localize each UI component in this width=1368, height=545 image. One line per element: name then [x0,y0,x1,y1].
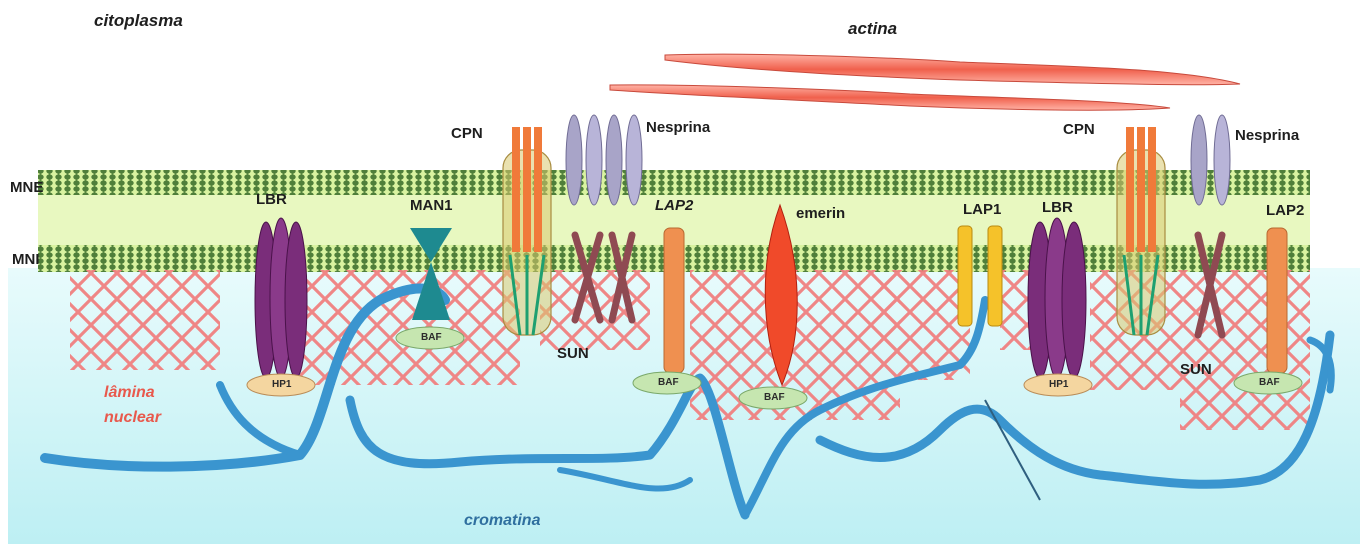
tag-hp1-left: HP1 [272,380,291,390]
label-lap1: LAP1 [963,202,1001,217]
tag-baf-emerin: BAF [764,393,785,403]
label-sun-left: SUN [557,346,589,361]
tag-hp1-right: HP1 [1049,380,1068,390]
label-nesprina-left: Nesprina [646,120,710,135]
label-lamina-line2: nuclear [104,410,161,426]
label-lbr-left: LBR [256,192,287,207]
lap2-left-protein [664,228,684,373]
label-lap2-left: LAP2 [655,198,693,213]
label-nesprina-right: Nesprina [1235,128,1299,143]
label-cromatina: cromatina [464,513,540,529]
label-mni: MNI [12,252,40,267]
label-cpn-left: CPN [451,126,483,141]
cpn-left-protein [503,127,551,335]
label-sun-right: SUN [1180,362,1212,377]
label-lap2-right: LAP2 [1266,203,1304,218]
cpn-right-protein [1117,127,1165,335]
actin-filaments [610,54,1240,110]
tag-baf-man1: BAF [421,333,442,343]
lbr-left-protein [255,218,307,378]
label-man1: MAN1 [410,198,453,213]
lap2-right-protein [1267,228,1287,373]
label-citoplasma: citoplasma [94,12,183,29]
label-emerin: emerin [796,206,845,221]
lbr-right-protein [1028,218,1086,378]
label-actina: actina [848,20,897,37]
label-mne: MNE [10,180,43,195]
label-cpn-right: CPN [1063,122,1095,137]
tag-baf-right: BAF [1259,378,1280,388]
label-lamina-line1: lâmina [104,385,155,401]
label-lbr-right: LBR [1042,200,1073,215]
tag-baf-lap2: BAF [658,378,679,388]
